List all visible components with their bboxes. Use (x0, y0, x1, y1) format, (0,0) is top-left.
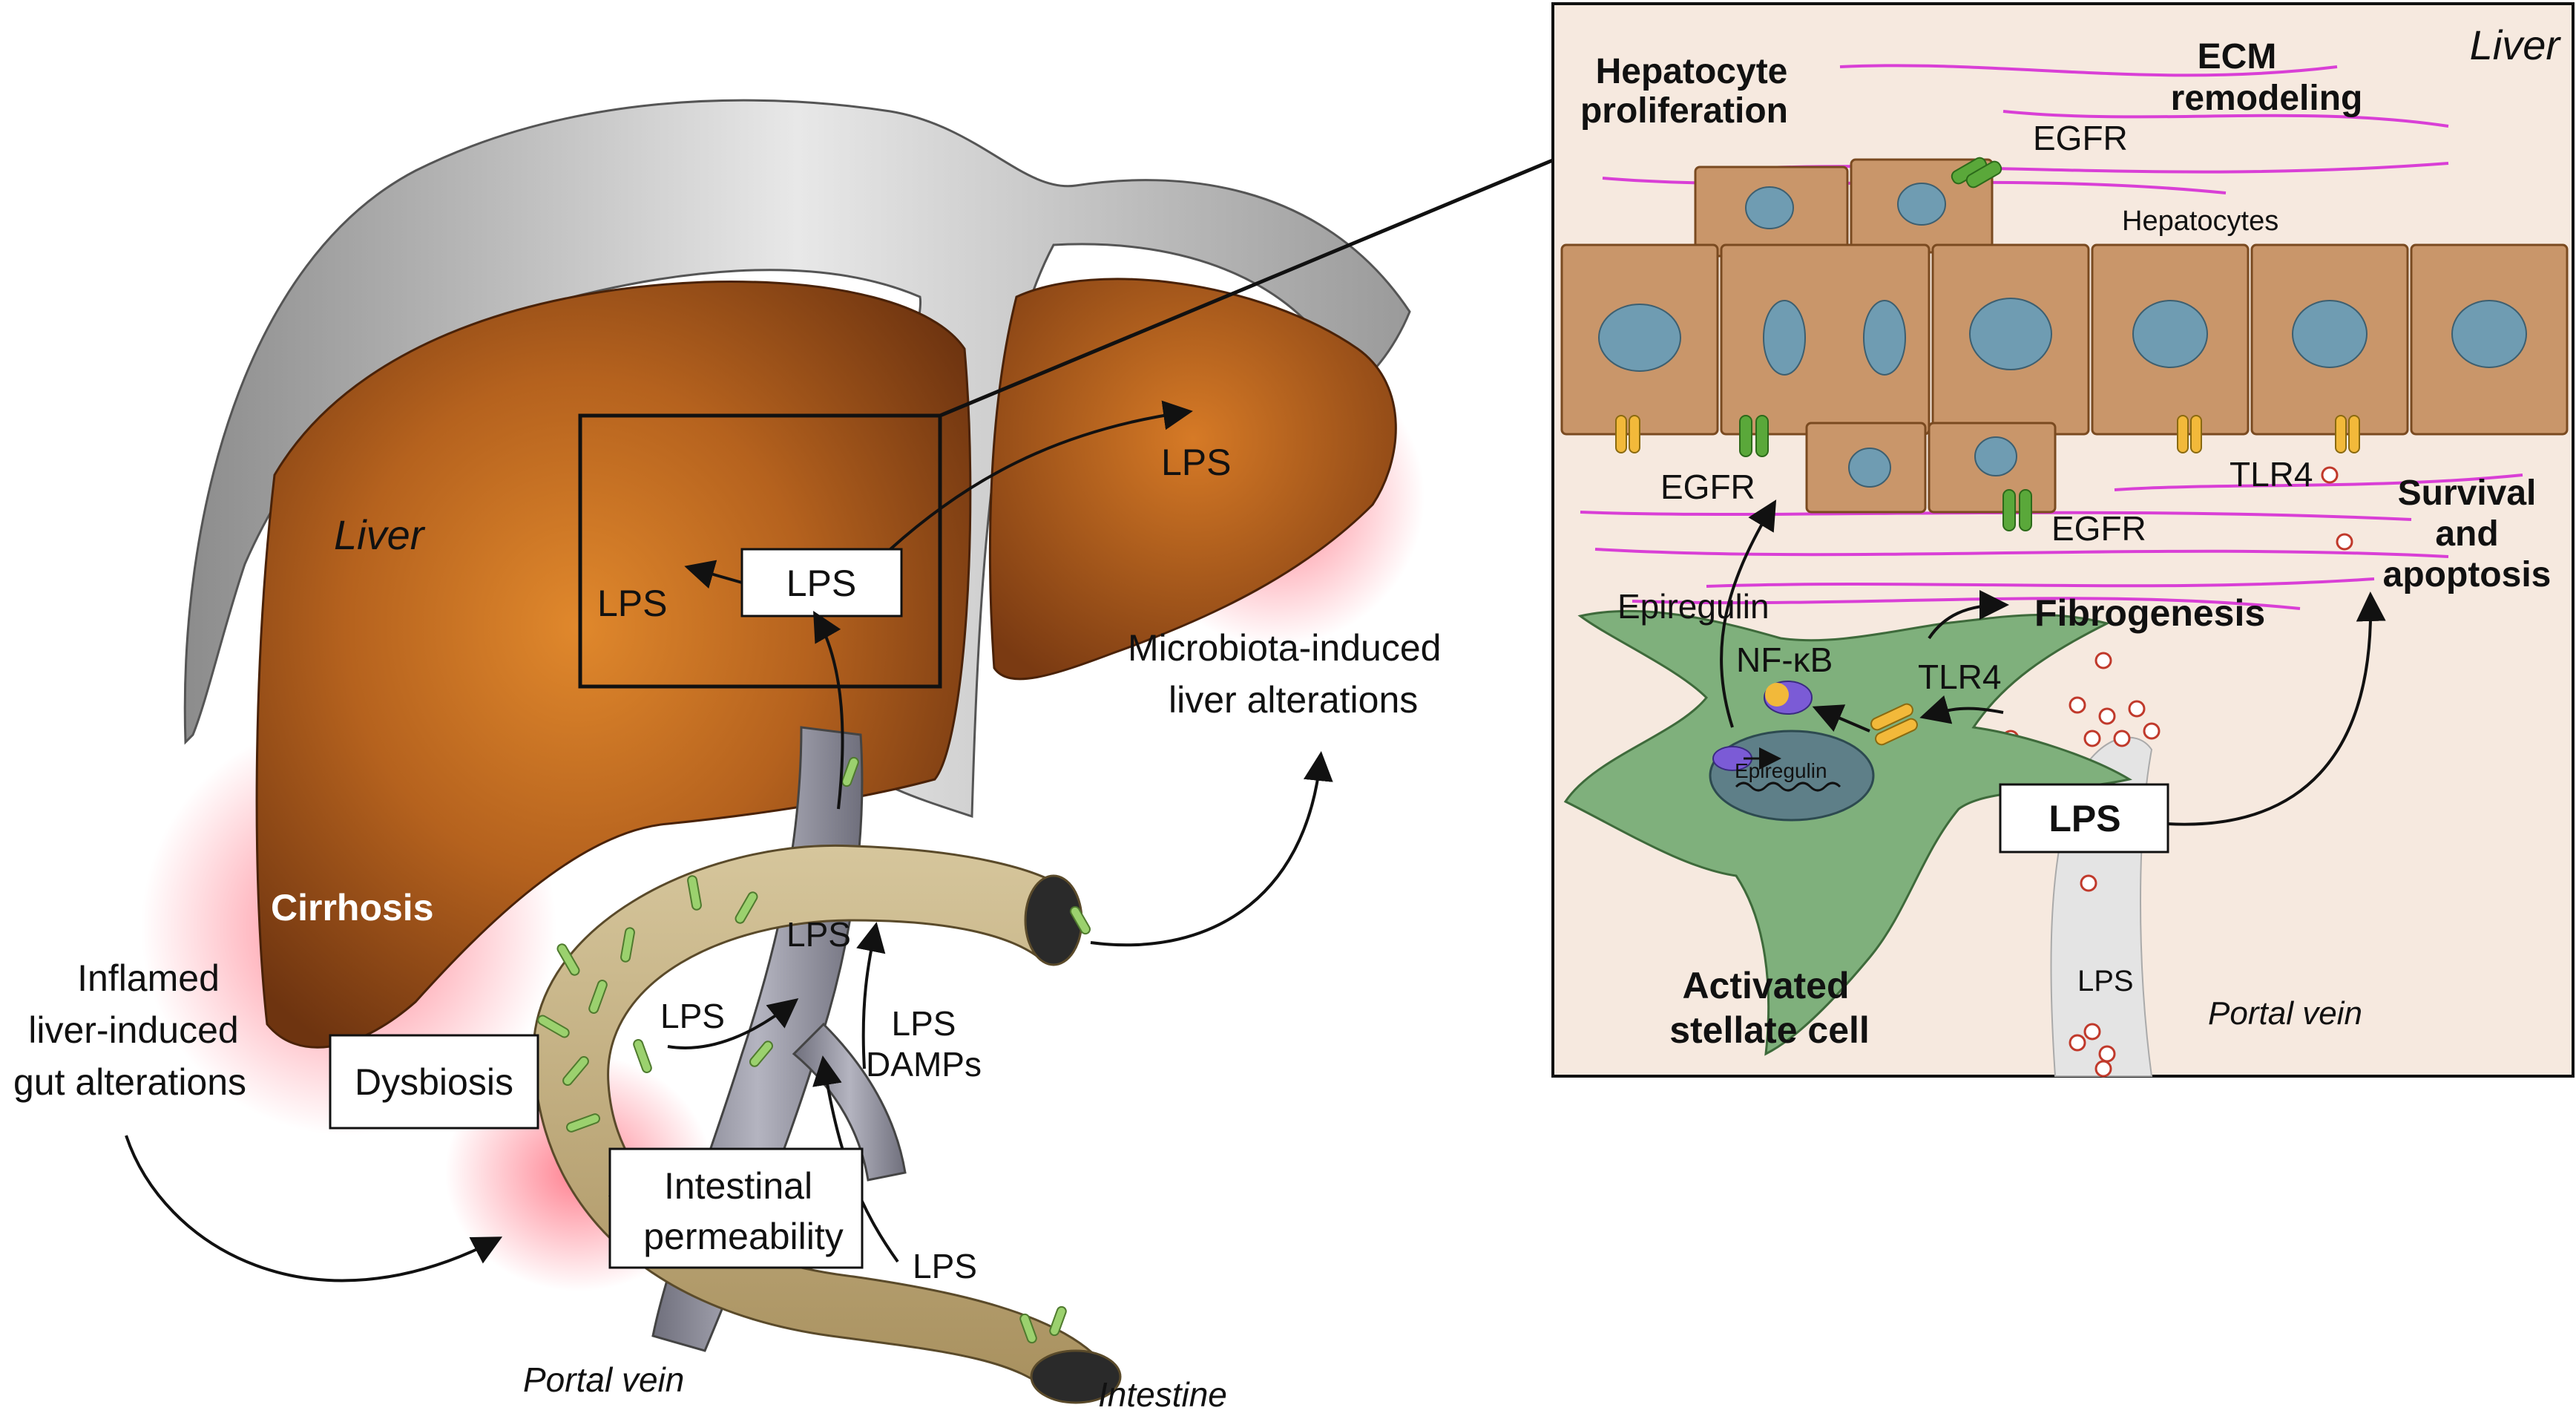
tlr4-receptors-hepatocyte (1615, 415, 2360, 453)
arrow-tlr4-to-nfkb (1812, 704, 1870, 733)
gut-bacteria (537, 756, 1091, 1344)
intestine-label: Intestine (1098, 1375, 1227, 1414)
lps-damps-line2: DAMPs (866, 1045, 982, 1084)
cirrhosis-label: Cirrhosis (271, 887, 434, 928)
intestine-opening-bottom (1030, 1349, 1122, 1404)
stellate-line2: stellate cell (1669, 1009, 1870, 1051)
arrow-lps-to-survival (2166, 592, 2386, 826)
arrow-gut-to-liver (1090, 751, 1333, 947)
hepatocytes-bottom-row (1805, 422, 2057, 514)
zoom-region-box (578, 413, 942, 689)
tlr4-hep-label: TLR4 (2230, 455, 2313, 494)
lps-box-liver-label: LPS (786, 563, 857, 604)
hepatocytes-label: Hepatocytes (2122, 206, 2278, 237)
arrow-inflamed-to-gut (125, 1135, 503, 1282)
egfr-receptors (1739, 157, 2032, 531)
hepatocytes-main-row (1560, 243, 2569, 436)
microbiota-line2: liver alterations (1169, 679, 1418, 721)
lps-box-inset (1999, 783, 2169, 853)
ecm-line1: ECM (2198, 37, 2277, 76)
tlr4-receptor-stellate (1870, 703, 1918, 746)
hepatocytes-top-row (1694, 158, 1994, 258)
survival-line2: and (2435, 514, 2498, 554)
lps-vessel-label: LPS (2077, 965, 2134, 997)
egfr-top-label: EGFR (2033, 119, 2128, 157)
inset-portal-vein-label: Portal vein (2208, 995, 2362, 1032)
permeability-line2: permeability (643, 1216, 844, 1257)
stellate-line1: Activated (1682, 965, 1849, 1006)
activated-stellate-cell (1563, 609, 2132, 1056)
lps-vein-label: LPS (786, 915, 851, 954)
lps-box-inset-label: LPS (2048, 798, 2120, 839)
permeability-box (608, 1147, 864, 1269)
epiregulin-mrna (1735, 782, 1841, 792)
arrow-lps-to-tlr4 (1919, 695, 2004, 724)
nfkb-subunit (1765, 683, 1789, 707)
arrow-to-fibrogenesis (1928, 590, 2009, 640)
epiregulin-gene-label: Epiregulin (1735, 759, 1827, 782)
inflamed-line2: liver-induced (28, 1009, 238, 1051)
survival-line3: apoptosis (2383, 555, 2552, 594)
lps-damps-line1: LPS (892, 1004, 956, 1043)
tlr4-cell-label: TLR4 (1918, 658, 2001, 696)
permeability-line1: Intestinal (664, 1165, 812, 1207)
lps-right-label: LPS (1161, 442, 1232, 483)
dysbiosis-box (329, 1034, 539, 1130)
lps-bottom-label: LPS (913, 1247, 977, 1285)
stellate-nucleus (1709, 730, 1875, 822)
lps-gut-label: LPS (660, 997, 725, 1035)
arrow-epiregulin-to-egfr (1720, 499, 1777, 728)
hepatocyte-nuclei (1598, 183, 2527, 488)
microbiota-line1: Microbiota-induced (1128, 627, 1441, 669)
dysbiosis-label: Dysbiosis (355, 1061, 513, 1103)
epiregulin-label: Epiregulin (1617, 587, 1770, 626)
liver-left-lobe (988, 278, 1397, 681)
survival-line1: Survival (2398, 474, 2537, 513)
inset-liver-label: Liver (2470, 22, 2562, 68)
zoom-line-top (939, 157, 1555, 418)
lps-left-label: LPS (597, 583, 668, 624)
hepatocyte-line2: proliferation (1580, 91, 1788, 131)
intestine-opening-top (1024, 874, 1083, 966)
liver-label: Liver (334, 511, 426, 558)
arrow-lps-left (684, 560, 743, 589)
ecm-line2: remodeling (2171, 79, 2363, 118)
hepatocyte-line1: Hepatocyte (1596, 52, 1788, 91)
inflamed-line1: Inflamed (77, 957, 220, 999)
egfr-mid-label: EGFR (2051, 509, 2146, 548)
nfkb-label: NF-κB (1736, 640, 1833, 679)
arrow-vein-up (813, 611, 844, 810)
portal-vein-label: Portal vein (523, 1360, 684, 1399)
inflamed-line3: gut alterations (13, 1061, 246, 1103)
arrow-lps-right (889, 400, 1193, 551)
arrow-damps-up (856, 922, 886, 1069)
egfr-left-label: EGFR (1660, 468, 1755, 506)
fibrogenesis-label: Fibrogenesis (2034, 592, 2265, 634)
arrow-dysbiosis-to-vein (667, 998, 799, 1049)
